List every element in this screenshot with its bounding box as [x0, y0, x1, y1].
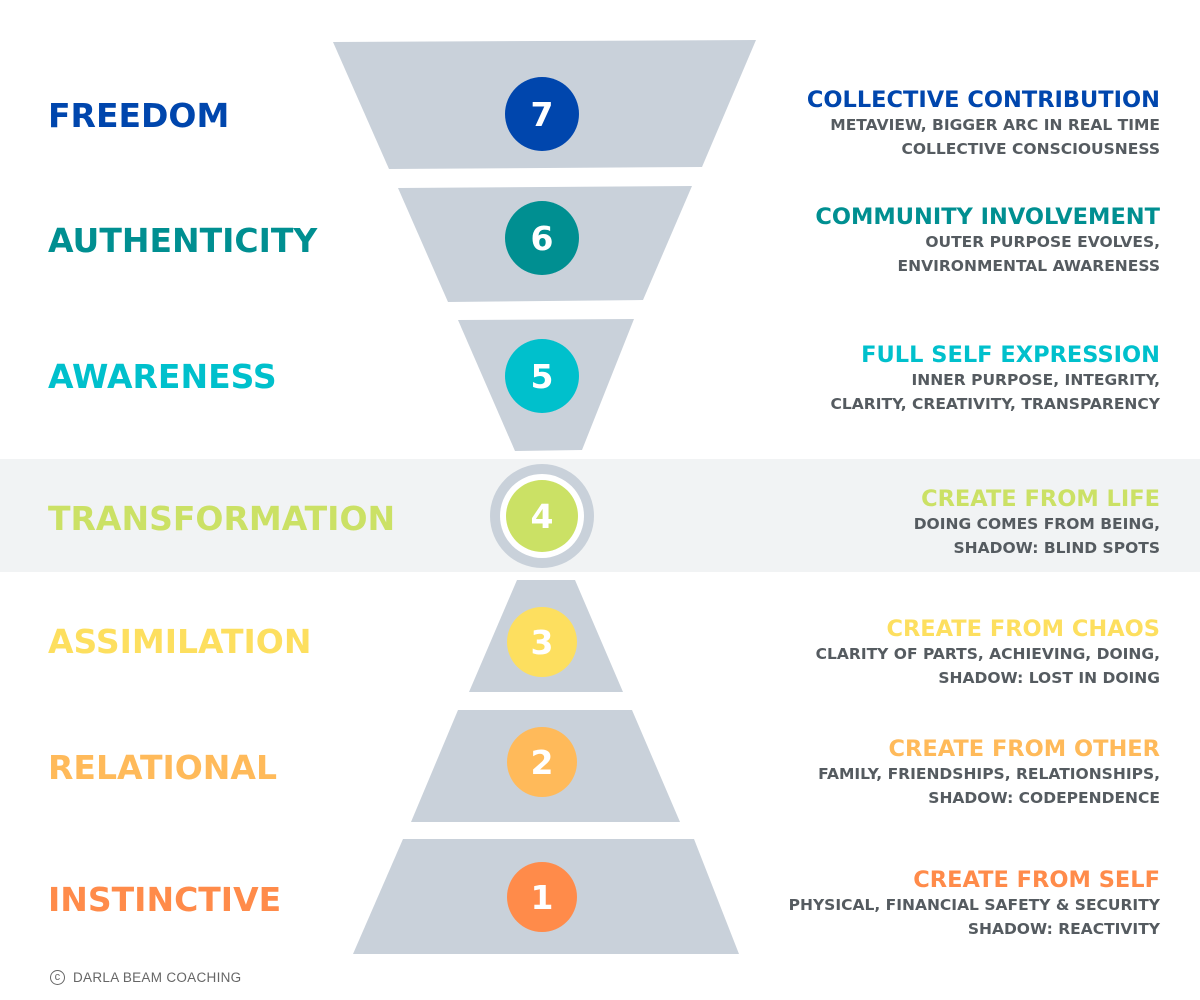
level-description-title: COLLECTIVE CONTRIBUTION: [806, 87, 1160, 113]
level-description-title: CREATE FROM LIFE: [921, 486, 1160, 512]
level-number-4: 4: [531, 497, 554, 536]
level-description-title: CREATE FROM OTHER: [888, 736, 1160, 762]
level-description-line-1: INNER PURPOSE, INTEGRITY,: [911, 371, 1160, 389]
level-circle-7: [505, 77, 579, 151]
level-description-1: CREATE FROM SELF PHYSICAL, FINANCIAL SAFE…: [700, 866, 1160, 941]
level-description-title: CREATE FROM SELF: [913, 867, 1160, 893]
level-description-line-2: SHADOW: BLIND SPOTS: [953, 538, 1160, 557]
level-description-2: CREATE FROM OTHER FAMILY, FRIENDSHIPS, RE…: [700, 735, 1160, 810]
level-description-3: CREATE FROM CHAOS CLARITY OF PARTS, ACHIE…: [700, 615, 1160, 690]
level-description-line-2: SHADOW: LOST IN DOING: [938, 668, 1160, 687]
level-description-line-1: METAVIEW, BIGGER ARC IN REAL TIME: [830, 116, 1160, 134]
transformation-highlight-band: [0, 459, 1200, 572]
level-circle-4: [506, 480, 578, 552]
level-description-title: COMMUNITY INVOLVEMENT: [815, 204, 1160, 230]
level-circle-2: [507, 727, 577, 797]
level-name-assimilation: ASSIMILATION: [48, 622, 312, 661]
level-number-3: 3: [531, 623, 554, 662]
level-description-line-2: SHADOW: CODEPENDENCE: [928, 788, 1160, 807]
level-circle-3: [507, 607, 577, 677]
level-description-5: FULL SELF EXPRESSION INNER PURPOSE, INTEG…: [700, 341, 1160, 416]
level-description-6: COMMUNITY INVOLVEMENT OUTER PURPOSE EVOLV…: [700, 203, 1160, 278]
footer: c DARLA BEAM COACHING: [50, 966, 241, 988]
level-description-title: CREATE FROM CHAOS: [886, 616, 1160, 642]
level-circle-5: [505, 339, 579, 413]
level-description-line-1: DOING COMES FROM BEING,: [913, 515, 1160, 533]
level-description-line-2: SHADOW: REACTIVITY: [967, 919, 1160, 938]
level-name-transformation: TRANSFORMATION: [48, 499, 396, 538]
level-number-6: 6: [531, 219, 554, 258]
level-name-relational: RELATIONAL: [48, 748, 277, 787]
level-name-freedom: FREEDOM: [48, 96, 230, 135]
level-description-line-1: CLARITY OF PARTS, ACHIEVING, DOING,: [815, 645, 1160, 663]
level-description-line-2: CLARITY, CREATIVITY, TRANSPARENCY: [830, 394, 1160, 413]
level-circle-6: [505, 201, 579, 275]
level-description-line-1: FAMILY, FRIENDSHIPS, RELATIONSHIPS,: [818, 765, 1160, 783]
level-number-5: 5: [531, 357, 554, 396]
level-description-7: COLLECTIVE CONTRIBUTION METAVIEW, BIGGER …: [700, 86, 1160, 161]
level-name-instinctive: INSTINCTIVE: [48, 880, 282, 919]
level-description-line-2: COLLECTIVE CONSCIOUSNESS: [901, 139, 1160, 158]
level-circle-1: [507, 862, 577, 932]
level-description-line-1: PHYSICAL, FINANCIAL SAFETY & SECURITY: [788, 896, 1160, 914]
level-description-4: CREATE FROM LIFE DOING COMES FROM BEING, S…: [700, 485, 1160, 560]
level-number-1: 1: [531, 878, 554, 917]
level-name-authenticity: AUTHENTICITY: [48, 221, 318, 260]
copyright-icon: c: [50, 969, 65, 985]
level-number-7: 7: [531, 95, 554, 134]
level-description-line-2: ENVIRONMENTAL AWARENESS: [897, 256, 1160, 275]
level-description-line-1: OUTER PURPOSE EVOLVES,: [925, 233, 1160, 251]
level-description-title: FULL SELF EXPRESSION: [861, 342, 1160, 368]
level-name-awareness: AWARENESS: [48, 357, 277, 396]
footer-credit: DARLA BEAM COACHING: [73, 969, 242, 985]
level-number-2: 2: [531, 743, 554, 782]
